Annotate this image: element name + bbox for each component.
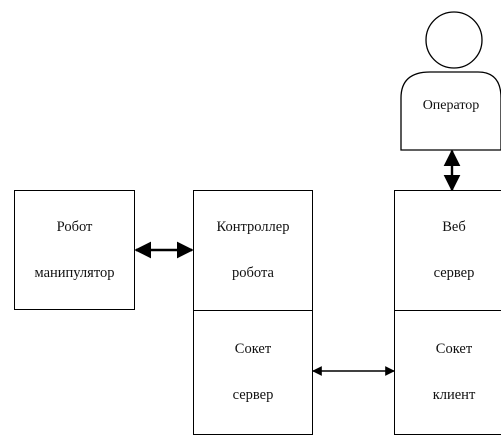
operator-head <box>425 11 483 69</box>
robot-label-line2: манипулятор <box>34 264 115 281</box>
socket-server-label-line1: Сокет <box>234 341 272 357</box>
robot-controller-box: Контроллер робота <box>193 190 313 311</box>
socket-client-label-line1: Сокет <box>435 341 473 357</box>
operator-actor <box>400 11 501 151</box>
web-server-label-line1: Веб <box>442 219 466 235</box>
robot-manipulator-box: Робот манипулятор <box>14 190 135 310</box>
robot-label-line1: Робот <box>56 218 93 235</box>
socket-server-box: Сокет сервер <box>193 310 313 435</box>
web-server-box: Веб сервер <box>394 190 501 311</box>
diagram-canvas: Оператор Робот манипулятор Контроллер ро… <box>14 11 501 435</box>
web-server-label-line2: сервер <box>433 265 475 281</box>
controller-label-line2: робота <box>232 265 274 281</box>
operator-label: Оператор <box>422 98 480 113</box>
socket-client-box: Сокет клиент <box>394 310 501 435</box>
socket-client-label-line2: клиент <box>432 387 476 403</box>
controller-label-line1: Контроллер <box>216 219 290 235</box>
socket-server-label-line2: сервер <box>232 387 274 403</box>
diagram-lines <box>134 11 501 376</box>
